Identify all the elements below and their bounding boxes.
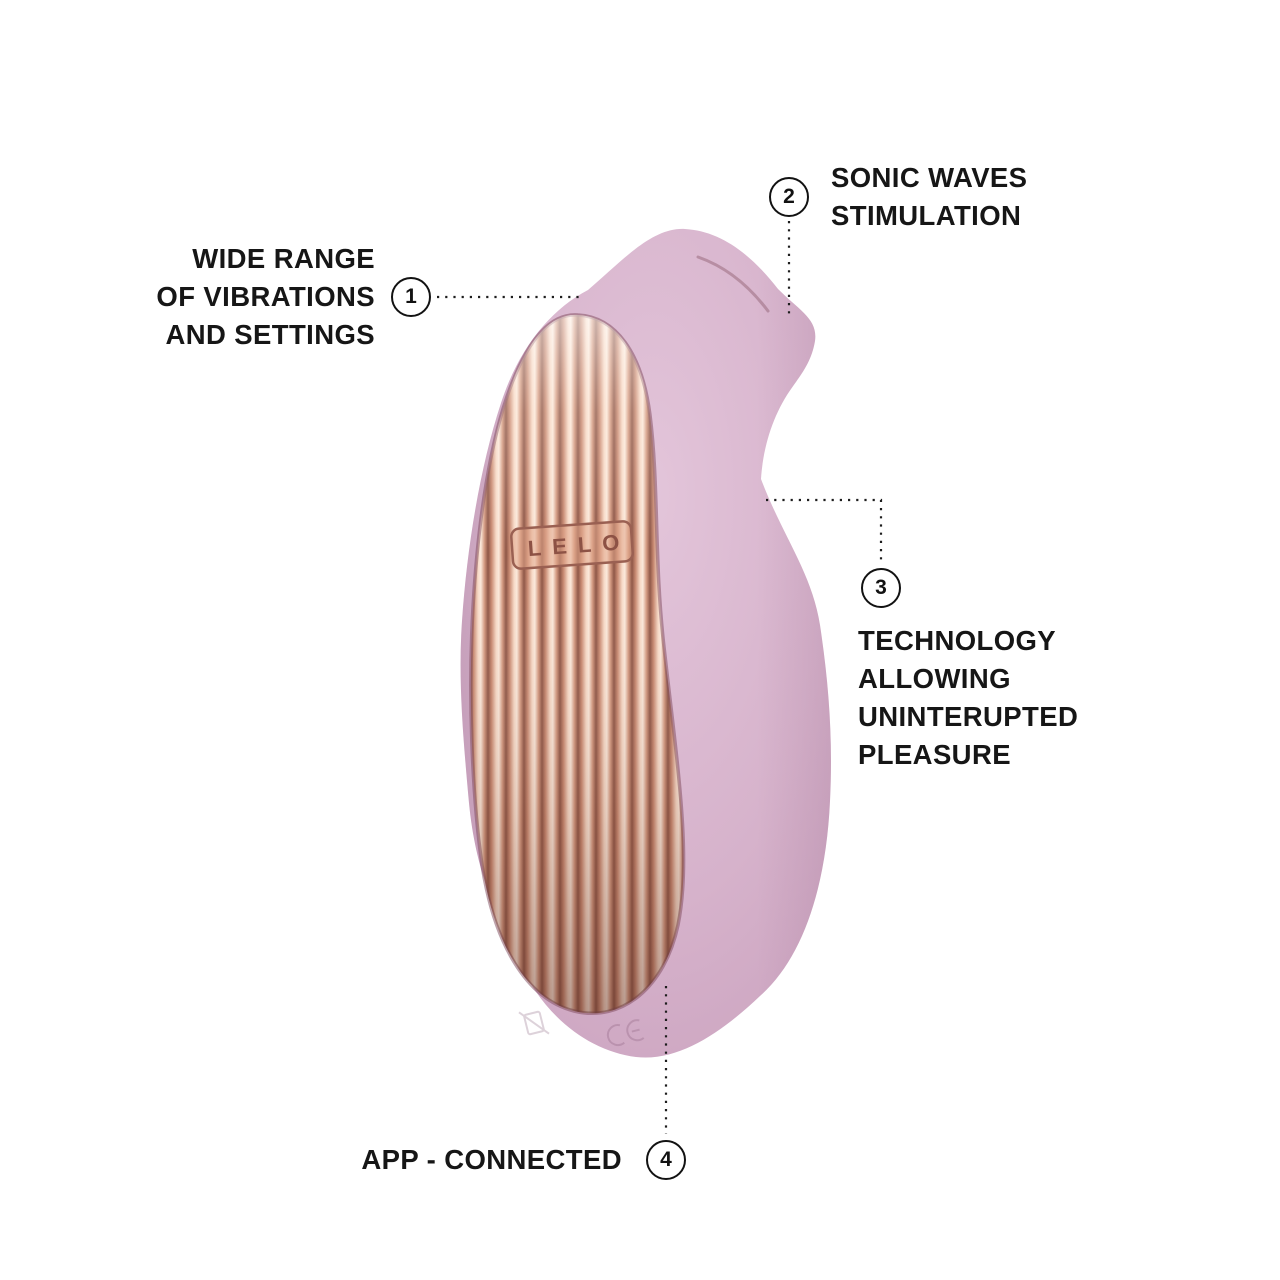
gold-panel-sheen xyxy=(470,314,684,1014)
callout-1-number: 1 xyxy=(405,285,417,308)
callout-4-number: 4 xyxy=(660,1148,672,1171)
callout-3-number: 3 xyxy=(875,576,887,599)
nozzle-crease xyxy=(696,255,770,313)
brand-plate: LELO xyxy=(510,520,634,570)
callout-3-badge: 3 xyxy=(861,568,901,608)
callout-4-badge: 4 xyxy=(646,1140,686,1180)
embossed-marking-ce-icon xyxy=(606,1019,645,1047)
callout-3-label: TECHNOLOGY ALLOWING UNINTERUPTED PLEASUR… xyxy=(858,625,1079,770)
callout-4-label: APP - CONNECTED xyxy=(361,1144,622,1175)
device-illustration: LELO xyxy=(460,228,831,1058)
embossed-marking-bin-icon xyxy=(518,1010,550,1036)
callout-2-label: SONIC WAVES STIMULATION xyxy=(831,162,1028,231)
callout-2-number: 2 xyxy=(783,185,795,208)
callout-2-badge: 2 xyxy=(769,177,809,217)
callout-1-label: WIDE RANGE OF VIBRATIONS AND SETTINGS xyxy=(156,243,375,350)
callout-1-badge: 1 xyxy=(391,277,431,317)
